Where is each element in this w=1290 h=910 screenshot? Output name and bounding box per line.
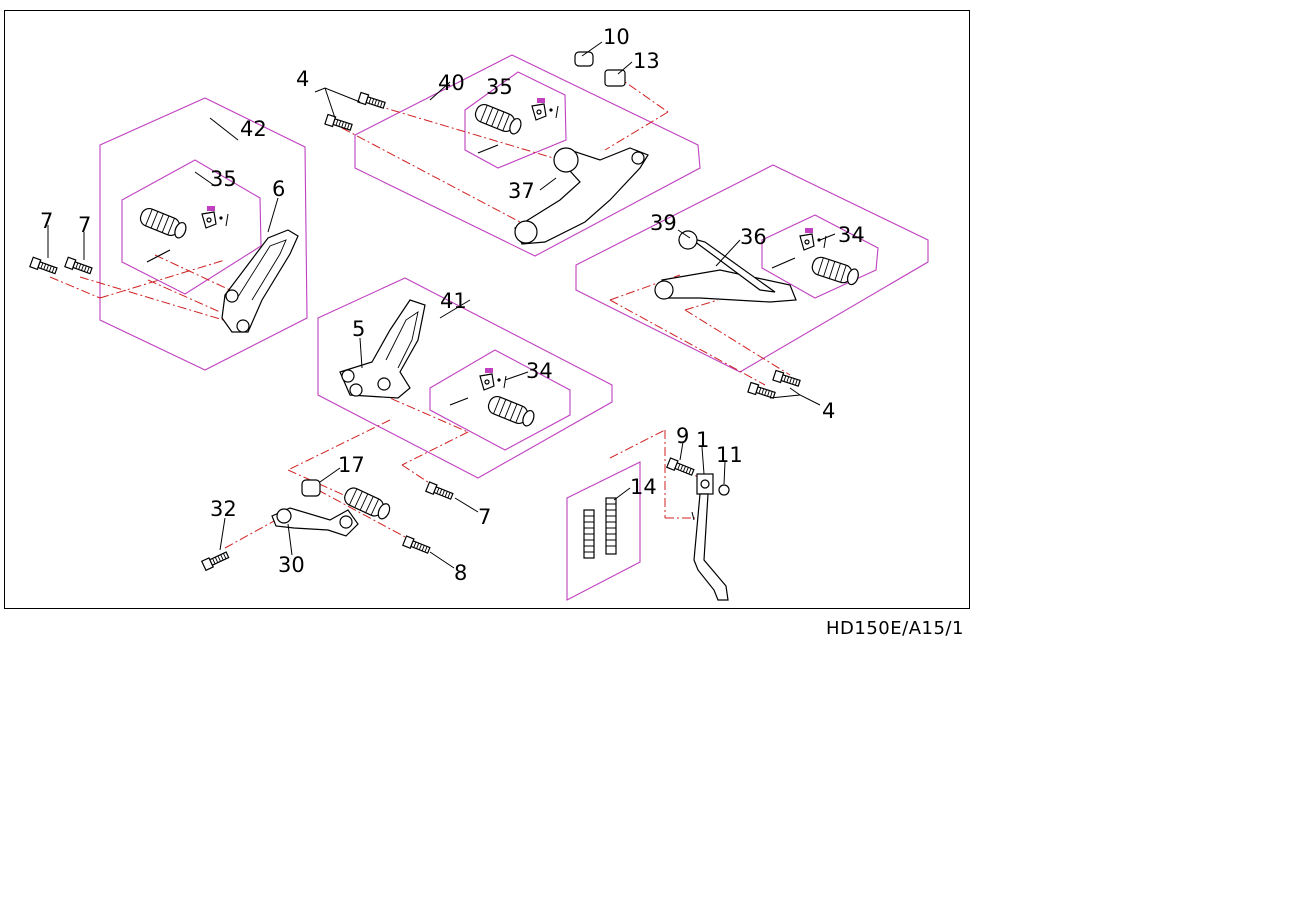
pin-34-right [771,257,796,269]
callout-35-top: 35 [486,75,513,99]
callout-7-second: 7 [78,213,91,237]
callout-14: 14 [630,475,657,499]
bolt-7-second [64,256,94,277]
group-outline-41 [317,277,613,479]
callout-10: 10 [603,25,630,49]
group-outline-42 [99,97,308,371]
clip-34-lower [479,367,507,391]
bolt-4-lower [324,113,354,133]
footrest-rubber-34-lower [485,393,538,430]
callout-6: 6 [272,177,285,201]
callout-13: 13 [633,49,660,73]
callout-5: 5 [352,317,365,341]
spring-14 [583,497,617,559]
callout-42: 42 [240,117,267,141]
group-outline-35-left [121,159,262,295]
callout-9: 9 [676,424,689,448]
callout-8: 8 [454,561,467,585]
group-outline-40 [354,54,701,257]
footrest-rubber-35-top [472,101,525,138]
callout-34-right: 34 [838,223,865,247]
bracket-36 [661,269,797,303]
diagram-code: HD150E/A15/1 [826,618,964,639]
diagram-frame [4,10,970,609]
callout-1: 1 [696,428,709,452]
callout-7-left: 7 [40,209,53,233]
group-outline-14 [566,461,641,601]
callout-36: 36 [740,225,767,249]
callout-17: 17 [338,453,365,477]
callout-4-top: 4 [296,67,309,91]
pin-35-left [146,249,171,263]
pin-35-top [477,144,499,154]
bolt-9 [666,457,696,478]
bushing-17 [301,479,321,497]
bolt-8 [402,535,432,556]
callout-40: 40 [438,71,465,95]
bracket-6 [221,229,299,333]
footrest-rubber-35-left [137,205,190,242]
collar-10 [574,51,594,67]
footrest-rubber-34-right [809,254,862,288]
group-outline-34-right [761,214,879,299]
callout-39: 39 [650,211,677,235]
callout-32: 32 [210,497,237,521]
collar-13 [604,69,626,87]
bolt-7-left [29,256,59,277]
group-outline-35-top [464,71,567,169]
group-outline-39 [575,164,929,373]
callout-11: 11 [716,443,743,467]
callout-4-right: 4 [822,399,835,423]
callout-41: 41 [440,289,467,313]
clip-35-top [531,97,559,121]
side-stand [693,493,729,601]
callout-30: 30 [278,553,305,577]
callout-35-left: 35 [210,167,237,191]
callout-pointers [47,41,836,569]
nut-11 [718,484,730,496]
callout-34-lower: 34 [526,359,553,383]
group-outline-34-lower [429,349,571,451]
bolt-4-upper [357,91,387,111]
pin-34-lower [449,397,469,406]
leader-lines [49,74,791,549]
shift-lever-30 [271,507,359,537]
callout-37: 37 [508,179,535,203]
clip-35-left [201,205,229,229]
callout-labels: 1 4 4 5 6 7 7 7 8 9 10 11 13 14 17 30 32… [40,25,865,585]
callout-7-middle: 7 [478,505,491,529]
bolt-7-middle [425,481,455,502]
bolt-32 [201,549,231,571]
